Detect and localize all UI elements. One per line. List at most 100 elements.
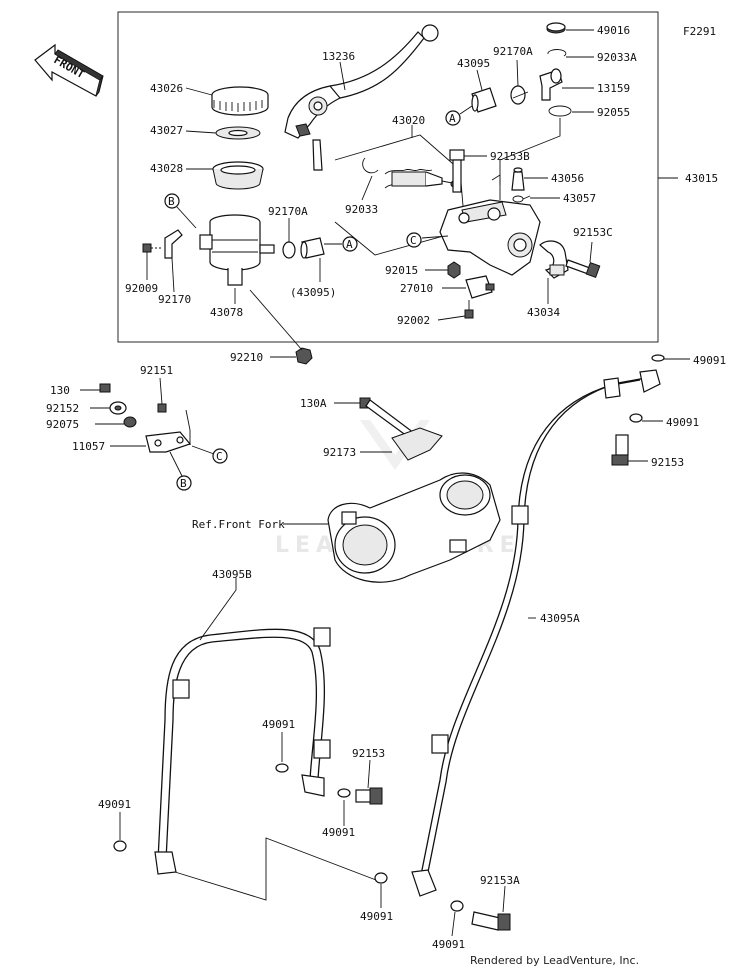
label-92002: 92002 xyxy=(397,314,430,327)
label-92153A: 92153A xyxy=(480,874,520,887)
callout-a-top-text: A xyxy=(449,112,456,125)
label-43095B: 43095B xyxy=(212,568,252,581)
label-43078: 43078 xyxy=(210,306,243,319)
footer-credit: Rendered by LeadVenture, Inc. xyxy=(470,954,639,967)
hose-piece-43095 xyxy=(471,87,497,113)
label-92152: 92152 xyxy=(46,402,79,415)
label-43020: 43020 xyxy=(392,114,425,127)
diaphragm-plate xyxy=(215,126,261,140)
switch-27010 xyxy=(465,275,495,299)
circlip-92033A xyxy=(547,49,567,57)
label-49091-r: 49091 xyxy=(666,416,699,429)
label-49091-mid2: 49091 xyxy=(322,826,355,839)
label-43027: 43027 xyxy=(150,124,183,137)
label-49091-left: 49091 xyxy=(98,798,131,811)
callout-c-bottom xyxy=(212,448,228,464)
label-27010: 27010 xyxy=(400,282,433,295)
bolt-92153-mid xyxy=(355,787,383,805)
brake-hose-43095A xyxy=(411,369,661,897)
bolt-92153A xyxy=(471,911,511,931)
label-92055: 92055 xyxy=(597,106,630,119)
label-43056: 43056 xyxy=(551,172,584,185)
callout-a-top xyxy=(445,110,461,126)
label-13236: 13236 xyxy=(322,50,355,63)
assembly-frame xyxy=(117,11,659,343)
label-92153-mid: 92153 xyxy=(352,747,385,760)
label-92170: 92170 xyxy=(158,293,191,306)
holder-43034 xyxy=(539,240,569,279)
clamp-screw xyxy=(142,229,183,259)
reservoir-body xyxy=(199,214,275,286)
label-92210: 92210 xyxy=(230,351,263,364)
washer-49091-mid2 xyxy=(337,788,351,798)
washer-49091-bot1 xyxy=(374,872,388,884)
label-92153B: 92153B xyxy=(490,150,530,163)
bolt-92153-r xyxy=(611,434,629,466)
label-49091-tr: 49091 xyxy=(693,354,726,367)
label-43057: 43057 xyxy=(563,192,596,205)
label-49091-bot2: 49091 xyxy=(432,938,465,951)
figure-code: F2291 xyxy=(683,25,716,38)
front-fork-holder xyxy=(327,472,501,583)
callout-b-bottom-text: B xyxy=(180,477,187,490)
label-43028: 43028 xyxy=(150,162,183,175)
bolt-92153B xyxy=(449,149,465,193)
bleeder-43056 xyxy=(511,167,525,191)
label-43015: 43015 xyxy=(685,172,718,185)
bracket-11057 xyxy=(145,431,192,453)
label-92033A: 92033A xyxy=(597,51,637,64)
label-92153-r: 92153 xyxy=(651,456,684,469)
bolt-130 xyxy=(99,383,111,393)
label-92153C: 92153C xyxy=(573,226,613,239)
piston-kit-outline xyxy=(334,134,466,256)
callout-b-bottom xyxy=(176,475,192,491)
cap-49016 xyxy=(546,22,566,34)
washer-49091-r xyxy=(629,413,643,423)
washer-49091-mid xyxy=(275,763,289,773)
label-92173: 92173 xyxy=(323,446,356,459)
washer-49091-left xyxy=(113,840,127,852)
label-92170A-mid: 92170A xyxy=(268,205,308,218)
label-43095: 43095 xyxy=(457,57,490,70)
piston-assembly xyxy=(362,157,458,189)
bolt-92153C xyxy=(565,259,601,278)
label-43034: 43034 xyxy=(527,306,560,319)
screw-92002 xyxy=(464,300,474,319)
fitting-13159 xyxy=(539,68,563,101)
label-92075: 92075 xyxy=(46,418,79,431)
diaphragm xyxy=(212,161,264,190)
reservoir-cap xyxy=(211,86,269,116)
callout-b-top-text: B xyxy=(168,195,175,208)
screw-92151 xyxy=(157,403,167,413)
label-43095A: 43095A xyxy=(540,612,580,625)
connector-line xyxy=(174,837,377,901)
label-43095-paren: (43095) xyxy=(290,286,336,299)
label-49091-mid: 49091 xyxy=(262,718,295,731)
nut-92210 xyxy=(295,347,313,365)
hose-clamp-top xyxy=(510,85,529,105)
cover-92173 xyxy=(391,427,443,461)
label-92170A-top: 92170A xyxy=(493,45,533,58)
label-130: 130 xyxy=(50,384,70,397)
collar-92075 xyxy=(123,416,137,428)
front-arrow-icon: FRONT xyxy=(34,43,104,97)
ref-front-fork-label: Ref.Front Fork xyxy=(192,518,285,531)
washer-49091-tr xyxy=(651,354,665,362)
nut-92015 xyxy=(447,261,461,279)
washer-49091-bot2 xyxy=(450,900,464,912)
washer-92152 xyxy=(109,401,127,415)
label-49091-bot1: 49091 xyxy=(360,910,393,923)
oring-92055 xyxy=(548,105,572,117)
label-92033: 92033 xyxy=(345,203,378,216)
callout-a-mid-text: A xyxy=(346,238,353,251)
label-43026: 43026 xyxy=(150,82,183,95)
label-11057: 11057 xyxy=(72,440,105,453)
brake-hose-43095B xyxy=(154,627,331,875)
callout-b-top xyxy=(164,193,180,209)
callout-c-top xyxy=(406,232,422,248)
callout-a-mid xyxy=(342,236,358,252)
label-92015: 92015 xyxy=(385,264,418,277)
brake-lever xyxy=(284,24,439,171)
label-130A: 130A xyxy=(300,397,327,410)
